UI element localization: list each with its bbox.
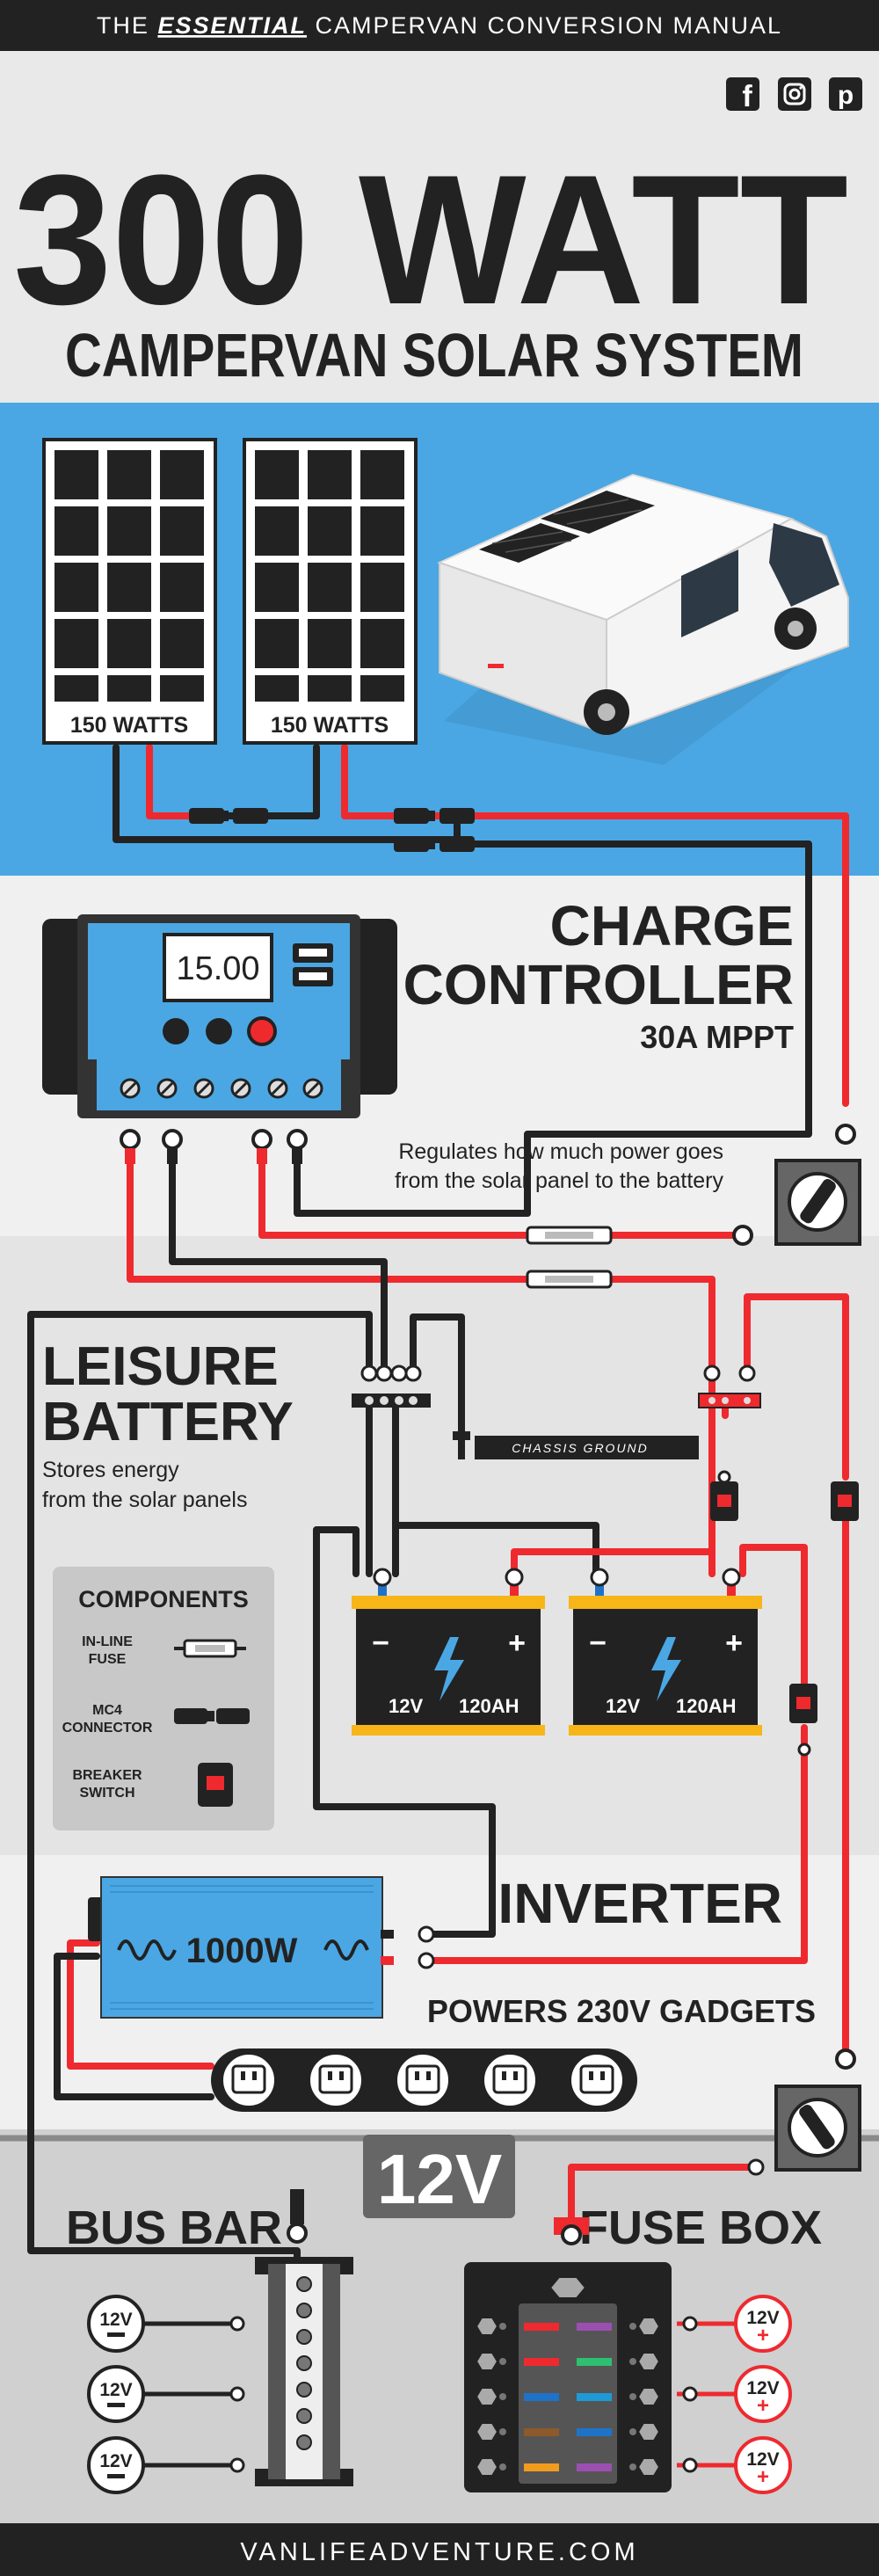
svg-text:−: −	[372, 1626, 389, 1660]
main-title: 300 WATT	[13, 136, 848, 343]
controller-subtitle: 30A MPPT	[640, 1019, 794, 1055]
battery-1: − + 12V 120AH	[352, 1568, 545, 1736]
panel-2-label: 150 WATTS	[271, 713, 389, 738]
main-subtitle: CAMPERVAN SOLAR SYSTEM	[65, 321, 803, 389]
power-sockets	[211, 2048, 637, 2112]
svg-text:120AH: 120AH	[459, 1695, 519, 1717]
facebook-icon[interactable]: f	[726, 77, 759, 113]
svg-text:BREAKER: BREAKER	[72, 1768, 142, 1783]
footer-url[interactable]: VANLIFEADVENTURE.COM	[240, 2538, 638, 2566]
svg-text:+: +	[757, 2465, 769, 2489]
battery-title-line1: LEISURE	[42, 1336, 279, 1397]
controller-terminals	[120, 1129, 308, 1164]
battery-desc-line1: Stores energy	[42, 1458, 179, 1482]
social-links[interactable]: f p	[726, 77, 862, 113]
svg-text:12V: 12V	[99, 2310, 132, 2330]
svg-text:IN-LINE: IN-LINE	[82, 1634, 133, 1649]
svg-text:p: p	[838, 81, 854, 110]
instagram-icon[interactable]	[778, 77, 811, 111]
negative-12v-icon: 12V	[87, 2365, 145, 2423]
controller-button-1[interactable]	[163, 1018, 189, 1044]
dc-bus-bar	[255, 2189, 353, 2486]
socket-icon	[568, 2051, 626, 2109]
positive-12v-icon: 12V +	[734, 2436, 792, 2494]
controller-button-3[interactable]	[247, 1016, 277, 1046]
breaker-switch-icon	[198, 1763, 233, 1807]
socket-icon	[394, 2051, 452, 2109]
svg-text:12V: 12V	[389, 1695, 423, 1717]
positive-12v-icon: 12V +	[734, 2365, 792, 2423]
controller-title-line2: CONTROLLER	[403, 953, 794, 1016]
components-legend: COMPONENTS IN-LINE FUSE MC4 CONNECTOR BR…	[53, 1567, 274, 1830]
svg-text:COMPONENTS: COMPONENTS	[78, 1586, 249, 1612]
battery-2: − + 12V 120AH	[569, 1568, 762, 1736]
breaker-switch-top[interactable]	[774, 1124, 861, 1246]
inverter: 1000W	[88, 1876, 435, 2019]
mc4-connector-icon	[189, 808, 475, 852]
solar-panel-2: 150 WATTS	[243, 438, 418, 745]
svg-text:SWITCH: SWITCH	[79, 1786, 134, 1801]
svg-text:CHASSIS GROUND: CHASSIS GROUND	[512, 1441, 649, 1455]
controller-desc-line2: from the solar panel to the battery	[395, 1168, 723, 1193]
panel-1-label: 150 WATTS	[70, 713, 188, 738]
dc-12v-badge: 12V	[363, 2135, 515, 2218]
svg-text:+: +	[508, 1626, 526, 1660]
svg-text:f: f	[742, 80, 752, 113]
lightning-icon	[651, 1637, 681, 1701]
controller-display: 15.00	[176, 950, 259, 987]
svg-text:12V: 12V	[746, 2378, 779, 2398]
positive-bus-bar	[698, 1364, 761, 1408]
svg-text:MC4: MC4	[92, 1703, 122, 1718]
breaker-switch-icon[interactable]	[710, 1470, 859, 1757]
battery-title-line2: BATTERY	[42, 1392, 294, 1452]
mc4-connector-icon	[174, 1708, 250, 1724]
controller-title-line1: CHARGE	[550, 894, 794, 957]
busbar-title: BUS BAR	[66, 2201, 282, 2254]
svg-text:12V: 12V	[377, 2140, 502, 2218]
svg-text:12V: 12V	[606, 1695, 640, 1717]
inverter-desc: POWERS 230V GADGETS	[427, 1993, 816, 2029]
svg-text:+: +	[757, 2324, 769, 2347]
inverter-label: 1000W	[186, 1932, 298, 1970]
svg-text:+: +	[757, 2394, 769, 2418]
campervan-illustration	[437, 473, 849, 765]
svg-text:FUSE: FUSE	[89, 1652, 127, 1667]
fuse-box	[464, 2217, 672, 2492]
svg-text:CONNECTOR: CONNECTOR	[62, 1721, 153, 1736]
svg-text:12V: 12V	[99, 2451, 132, 2471]
inline-fuse-icon	[174, 1639, 246, 1658]
negative-12v-icon: 12V	[87, 2295, 145, 2353]
svg-text:−: −	[589, 1626, 607, 1660]
charge-controller: 15.00	[42, 914, 397, 1118]
wiring	[27, 744, 849, 2289]
fusebox-title: FUSE BOX	[579, 2201, 822, 2254]
svg-text:12V: 12V	[99, 2380, 132, 2400]
controller-button-2[interactable]	[206, 1018, 232, 1044]
svg-text:12V: 12V	[746, 2449, 779, 2470]
positive-12v-icon: 12V +	[734, 2295, 792, 2353]
footer-bar	[0, 2523, 879, 2576]
svg-text:+: +	[725, 1626, 743, 1660]
header-bar	[0, 0, 879, 51]
inverter-title: INVERTER	[498, 1872, 782, 1935]
socket-icon	[220, 2051, 278, 2109]
negative-bus-bar	[352, 1364, 431, 1408]
lightning-icon	[434, 1637, 464, 1701]
fusebox-outputs: 12V + 12V + 12V +	[677, 2295, 792, 2494]
breaker-switch-bottom[interactable]	[747, 2048, 861, 2176]
socket-icon	[481, 2051, 539, 2109]
negative-12v-icon: 12V	[87, 2436, 145, 2494]
controller-desc-line1: Regulates how much power goes	[398, 1139, 723, 1164]
manual-title: THE ESSENTIAL CAMPERVAN CONVERSION MANUA…	[97, 12, 782, 39]
svg-text:12V: 12V	[746, 2308, 779, 2328]
pinterest-icon[interactable]: p	[829, 77, 862, 111]
svg-text:120AH: 120AH	[676, 1695, 736, 1717]
busbar-outputs: 12V 12V 12V	[87, 2295, 245, 2494]
socket-icon	[307, 2051, 365, 2109]
battery-desc-line2: from the solar panels	[42, 1488, 247, 1512]
inline-fuse-icon	[526, 1225, 753, 1289]
solar-panel-1: 150 WATTS	[42, 438, 217, 745]
chassis-ground: CHASSIS GROUND	[453, 1431, 699, 1459]
